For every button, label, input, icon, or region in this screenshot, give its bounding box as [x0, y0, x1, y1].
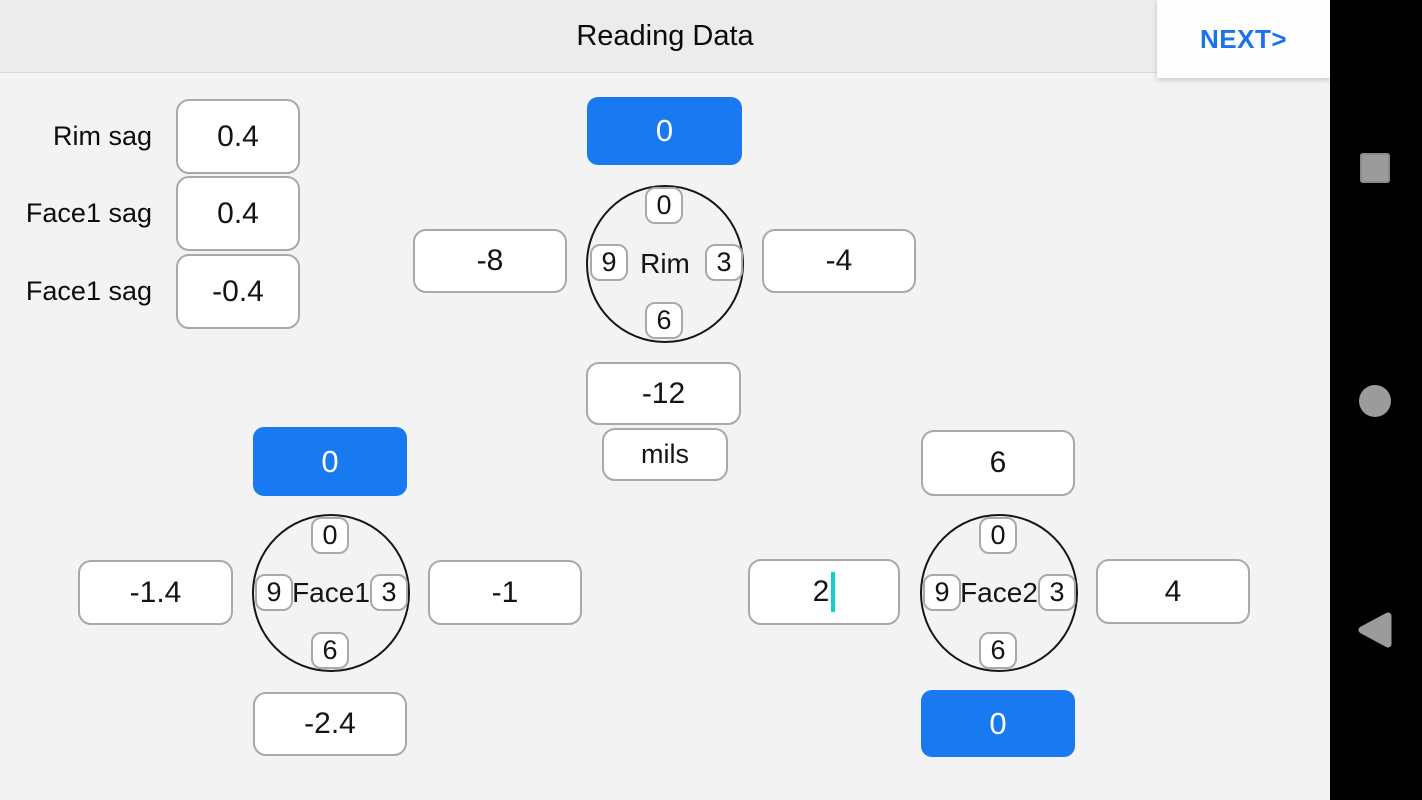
- face2-dial-circle: Face2: [920, 514, 1078, 672]
- face1-sag-input[interactable]: 0.4: [176, 176, 300, 251]
- face1-sag-label: Face1 sag: [25, 198, 152, 228]
- page-title: Reading Data: [576, 19, 754, 52]
- face2-reading-left-value: 2: [812, 575, 830, 608]
- top-app-bar: Reading Data: [0, 0, 1330, 73]
- face2-dial-pos-0: 0: [979, 517, 1017, 554]
- face2-dial-pos-3: 3: [1038, 574, 1076, 611]
- rim-sag-label: Rim sag: [52, 121, 152, 151]
- face2-dial-pos-9: 9: [923, 574, 961, 611]
- rim-reading-right-input[interactable]: -4: [762, 229, 916, 293]
- face1-dial-pos-9: 9: [255, 574, 293, 611]
- rim-dial-pos-0: 0: [645, 187, 683, 224]
- rim-dial-pos-6: 6: [645, 302, 683, 339]
- rim-dial-pos-9: 9: [590, 244, 628, 281]
- face1-dial-pos-6: 6: [311, 632, 349, 669]
- face2-reading-bottom-button[interactable]: 0: [921, 690, 1075, 757]
- face2-reading-left-input[interactable]: 2: [748, 559, 900, 625]
- units-selector[interactable]: mils: [602, 428, 728, 481]
- rim-reading-bottom-input[interactable]: -12: [586, 362, 741, 425]
- face2-sag-input[interactable]: -0.4: [176, 254, 300, 329]
- face1-dial-pos-0: 0: [311, 517, 349, 554]
- face2-dial-pos-6: 6: [979, 632, 1017, 669]
- face1-reading-bottom-input[interactable]: -2.4: [253, 692, 407, 756]
- face2-reading-right-input[interactable]: 4: [1096, 559, 1250, 624]
- next-button-label: NEXT>: [1199, 23, 1288, 54]
- face1-reading-left-input[interactable]: -1.4: [78, 560, 233, 625]
- face2-sag-label: Face1 sag: [25, 276, 152, 306]
- rim-dial-label: Rim: [640, 248, 690, 279]
- face1-dial-circle: Face1: [252, 514, 410, 672]
- back-triangle-icon[interactable]: [1354, 608, 1396, 657]
- face1-dial-pos-3: 3: [370, 574, 408, 611]
- rim-sag-input[interactable]: 0.4: [176, 99, 300, 174]
- face1-reading-right-input[interactable]: -1: [428, 560, 582, 625]
- next-button[interactable]: NEXT>: [1157, 0, 1330, 78]
- recents-square-icon[interactable]: [1360, 153, 1390, 183]
- face1-dial-label: Face1: [292, 577, 370, 608]
- text-cursor: [831, 572, 836, 612]
- rim-reading-left-input[interactable]: -8: [413, 229, 567, 293]
- android-nav-bar: [1330, 0, 1422, 800]
- face2-reading-top-input[interactable]: 6: [921, 430, 1075, 496]
- home-circle-icon[interactable]: [1359, 385, 1391, 417]
- rim-reading-top-button[interactable]: 0: [587, 97, 742, 165]
- rim-dial-circle: Rim: [586, 185, 744, 343]
- face2-dial-label: Face2: [960, 577, 1038, 608]
- face1-reading-top-button[interactable]: 0: [253, 427, 407, 496]
- rim-dial-pos-3: 3: [705, 244, 743, 281]
